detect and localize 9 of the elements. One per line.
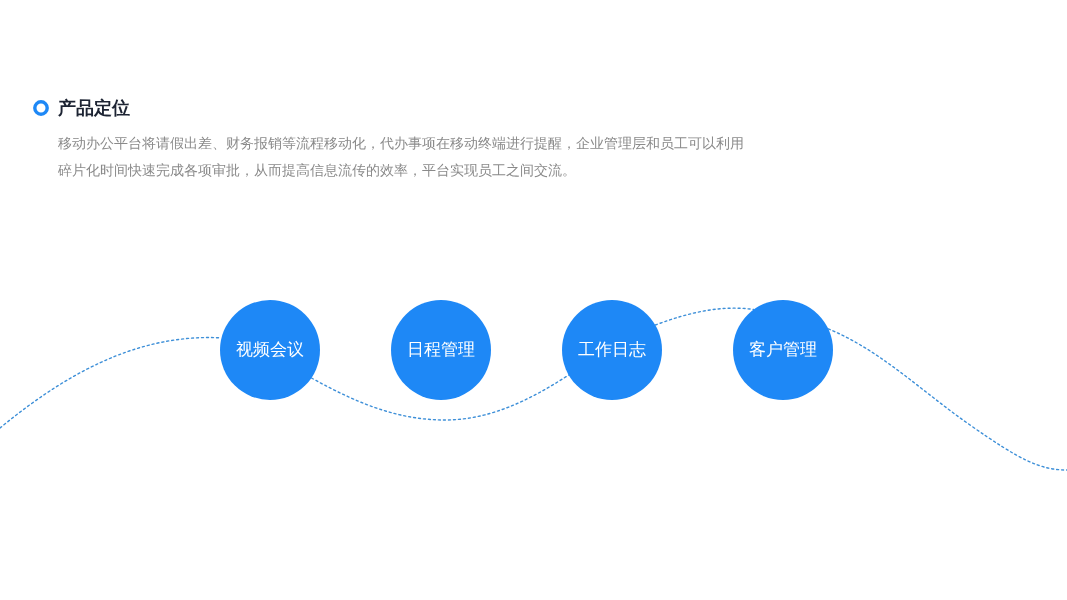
feature-label: 客户管理 bbox=[749, 339, 817, 361]
dotted-wave-line bbox=[654, 307, 755, 326]
section-title: 产品定位 bbox=[58, 97, 130, 120]
description-text: 移动办公平台将请假出差、财务报销等流程移动化，代办事项在移动终端进行提醒，企业管理层和员工可以利用碎片化时间快速完成各项审批，从而提高信息流传的效率，平台实现员工之间交流。 bbox=[58, 134, 745, 180]
feature-label: 工作日志 bbox=[578, 339, 646, 361]
dotted-wave-line bbox=[827, 328, 1067, 471]
feature-label: 日程管理 bbox=[407, 339, 475, 361]
feature-label: 视频会议 bbox=[236, 339, 304, 361]
dotted-wave-line bbox=[310, 374, 570, 421]
